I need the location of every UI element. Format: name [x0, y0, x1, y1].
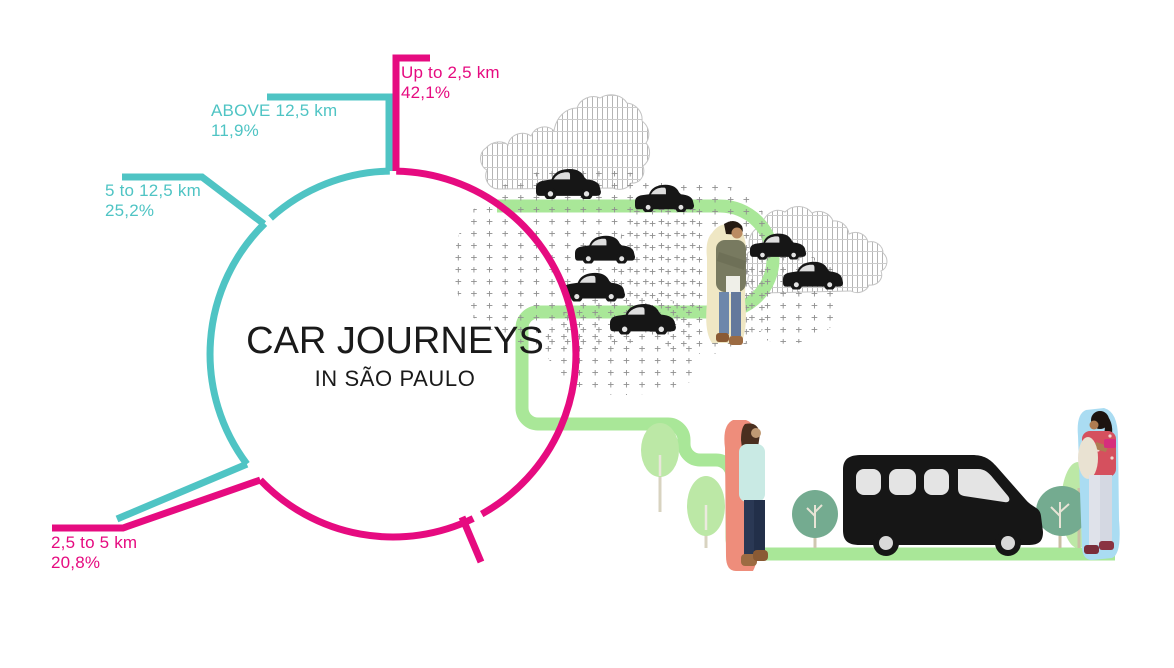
callout-lines — [52, 54, 485, 564]
segment-above-12-5km — [268, 167, 390, 221]
person-woman-waiting — [724, 420, 768, 571]
van-icon — [843, 455, 1043, 556]
person-man-checking-watch — [706, 220, 746, 345]
segment-value: 42,1% — [401, 83, 451, 102]
segment-value: 25,2% — [105, 201, 155, 220]
tree-icon — [641, 423, 679, 512]
car-icon — [536, 168, 601, 199]
leader-5-to-12-5km — [122, 173, 267, 227]
car-icon — [783, 261, 844, 290]
car-icon — [750, 233, 807, 260]
segment-label: Up to 2,5 km — [401, 63, 500, 82]
chart-title-block: CAR JOURNEYS IN SÃO PAULO — [215, 322, 575, 392]
car-icon — [575, 235, 636, 264]
person-woman-using-phone — [1077, 408, 1120, 560]
leader-up-to-2-5km — [392, 54, 430, 171]
tree-icon — [687, 476, 725, 548]
callout-label-up-to-2-5km: Up to 2,5 km 42,1% — [401, 63, 500, 103]
segment-value: 20,8% — [51, 553, 101, 572]
segment-label: 5 to 12,5 km — [105, 181, 201, 200]
callout-label-2-5-to-5km: 2,5 to 5 km 20,8% — [51, 533, 137, 573]
car-icon — [635, 184, 695, 212]
callout-label-5-to-12-5km: 5 to 12,5 km 25,2% — [105, 181, 201, 221]
donut-chart — [206, 167, 580, 541]
segment-5-to-12-5km — [206, 221, 268, 467]
tick-segment-boundary — [115, 460, 249, 523]
car-icon — [610, 304, 676, 335]
callout-label-above-12-5km: ABOVE 12,5 km 11,9% — [211, 101, 337, 141]
chart-title: CAR JOURNEYS — [246, 320, 544, 362]
segment-label: ABOVE 12,5 km — [211, 101, 338, 120]
cloud-icon — [480, 94, 651, 190]
tick-segment-boundary — [458, 515, 485, 564]
segment-value: 11,9% — [211, 121, 259, 140]
chart-subtitle: IN SÃO PAULO — [314, 366, 476, 391]
segment-label: 2,5 to 5 km — [51, 533, 138, 552]
leader-2-5-to-5km — [52, 476, 262, 532]
segment-2-5-to-5km — [257, 477, 475, 541]
tree-icon — [1036, 486, 1088, 548]
tree-icon — [792, 490, 838, 548]
car-icon — [563, 272, 626, 302]
segment-up-to-2-5km — [396, 167, 580, 518]
leader-above-12-5km — [267, 93, 393, 171]
